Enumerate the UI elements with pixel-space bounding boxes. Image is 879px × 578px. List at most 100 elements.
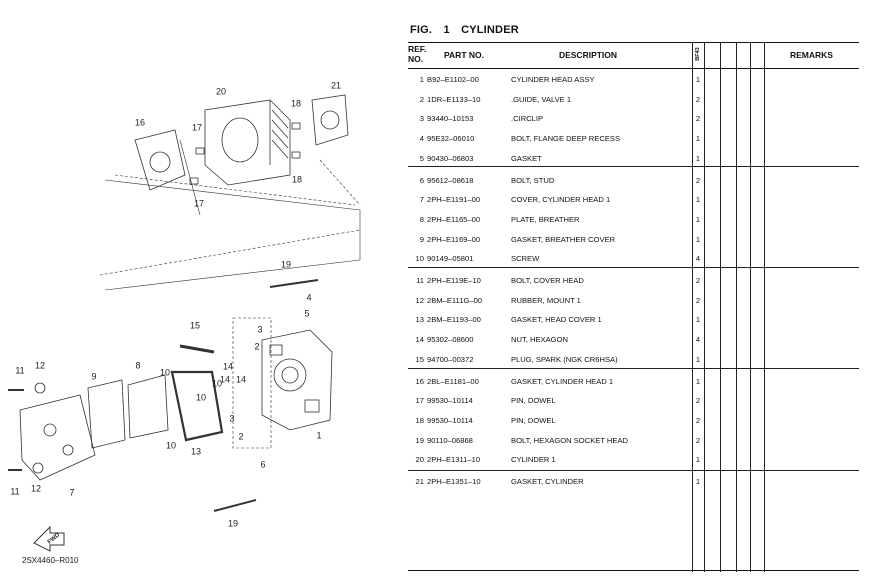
callout-2b: 2: [238, 431, 244, 442]
callout-11: 11: [15, 365, 25, 376]
callout-11b: 11: [10, 486, 20, 497]
ref-no-cell: 1: [419, 75, 424, 84]
description-cell: GASKET, BREATHER COVER: [511, 234, 616, 244]
quantity-cell: 1: [695, 315, 701, 325]
description-cell: CYLINDER 1: [511, 455, 556, 465]
part-no-cell: 2BL–E1181–00: [427, 376, 479, 386]
header-ref-line2: NO.: [408, 54, 424, 64]
callout-10b: 10: [211, 378, 223, 389]
callout-9: 9: [91, 371, 97, 382]
ref-no-cell: 11: [416, 276, 424, 285]
quantity-cell: 1: [695, 75, 701, 84]
description-cell: BOLT, STUD: [511, 175, 555, 185]
part-no-cell: 95302–08600: [427, 335, 474, 345]
ref-no-cell: 14: [415, 335, 424, 345]
description-cell: GASKET, HEAD COVER 1: [511, 315, 602, 325]
header-description: DESCRIPTION: [558, 50, 618, 60]
diagram-code: 2SX4460–R010: [22, 556, 79, 565]
part-no-cell: 2PH–E1191–00: [427, 195, 481, 205]
header-ref-line1: REF.: [408, 44, 427, 54]
callout-16: 16: [134, 117, 146, 128]
callout-10c: 10: [195, 392, 207, 403]
part-no-cell: 2PH–E1169–00: [427, 234, 481, 244]
part-no-cell: B92–E1102–00: [427, 75, 479, 84]
callout-14: 14: [222, 361, 234, 372]
exploded-parts-diagram: FWD 20 21 16 17 18 18 17 19 4 5 15 3 2 1…: [0, 0, 400, 578]
figure-label: FIG.: [410, 24, 433, 36]
description-cell: NUT, HEXAGON: [511, 335, 568, 345]
ref-no-cell: 5: [419, 153, 424, 163]
part-no-cell: 2PH–E1351–10: [427, 477, 481, 486]
callout-21: 21: [330, 80, 342, 91]
part-no-cell: 99530–10114: [427, 396, 473, 406]
cylinder-shape: [204, 99, 291, 186]
callout-17b: 17: [193, 198, 205, 209]
quantity-cell: 2: [695, 295, 701, 305]
callout-8: 8: [135, 360, 141, 371]
callout-3b: 3: [229, 413, 235, 424]
description-cell: PLATE, BREATHER: [511, 214, 580, 224]
callout-5: 5: [304, 308, 310, 319]
ref-no-cell: 19: [415, 435, 424, 445]
ref-no-cell: 13: [415, 315, 424, 325]
quantity-cell: 4: [695, 335, 701, 345]
description-cell: COVER, CYLINDER HEAD 1: [511, 195, 611, 205]
figure-name: CYLINDER: [461, 24, 519, 36]
quantity-cell: 1: [695, 153, 701, 163]
header-part-no: PART NO.: [444, 50, 484, 60]
quantity-cell: 2: [695, 276, 701, 285]
part-no-cell: 90110–06868: [427, 435, 473, 445]
figure-title: FIG. 1 CYLINDER: [410, 24, 519, 36]
quantity-cell: 1: [695, 354, 701, 364]
ref-no-cell: 6: [419, 175, 424, 185]
figure-number: 1: [443, 24, 450, 36]
quantity-cell: 2: [695, 94, 701, 104]
description-cell: SCREW: [511, 254, 540, 264]
ref-no-cell: 10: [415, 254, 424, 264]
quantity-cell: 1: [695, 376, 701, 386]
quantity-cell: 1: [695, 234, 701, 244]
gasket-cylinder-head-shape: [134, 129, 186, 191]
part-no-cell: 2BM–E111G–00: [427, 295, 483, 305]
callout-10: 10: [159, 367, 171, 378]
ref-no-cell: 16: [415, 376, 424, 386]
ref-no-cell: 7: [419, 195, 424, 205]
description-cell: BOLT, HEXAGON SOCKET HEAD: [511, 435, 629, 445]
callout-1: 1: [316, 430, 322, 441]
quantity-cell: 2: [695, 396, 701, 406]
head-cover-shape: [19, 394, 96, 481]
callout-6: 6: [260, 459, 266, 470]
part-no-cell: 2PH–E1311–10: [427, 455, 481, 465]
description-cell: RUBBER, MOUNT 1: [511, 295, 581, 305]
description-cell: GASKET: [511, 153, 542, 163]
parts-table: REF. NO. PART NO. DESCRIPTION BF43 REMAR…: [408, 42, 859, 572]
header-ref-no: REF. NO.: [408, 44, 430, 64]
callout-18: 18: [290, 98, 302, 109]
quantity-cell: 1: [695, 195, 701, 205]
callout-19b: 19: [227, 518, 239, 529]
head-cover-gasket-shape: [170, 370, 224, 442]
ref-no-cell: 15: [415, 354, 424, 364]
quantity-cell: 2: [695, 435, 701, 445]
quantity-cell: 4: [695, 254, 701, 264]
quantity-cell: 2: [695, 415, 701, 425]
callout-12b: 12: [30, 483, 42, 494]
ref-no-cell: 20: [415, 455, 424, 465]
callout-10d: 10: [165, 440, 177, 451]
description-cell: GASKET, CYLINDER: [511, 477, 584, 486]
callout-3: 3: [257, 324, 263, 335]
ref-no-cell: 3: [419, 114, 424, 124]
callout-12: 12: [34, 360, 46, 371]
